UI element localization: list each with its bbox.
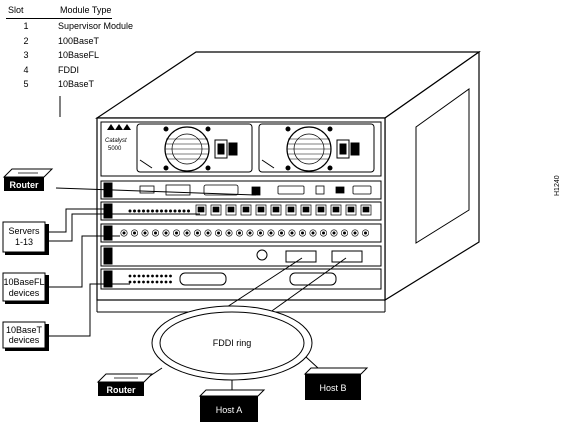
- 10baset-devices-box: 10BaseT devices: [2, 321, 49, 351]
- ring-host-b-link: [305, 356, 319, 369]
- slot-number: 2: [23, 35, 29, 46]
- table-row: 4 FDDI: [6, 63, 133, 77]
- table-row: 2 100BaseT: [6, 34, 133, 48]
- 10basefl-devices-box: 10BaseFL devices: [2, 272, 49, 304]
- model-label: 5000: [108, 146, 122, 152]
- power-supplies: Catalyst 5000: [100, 121, 382, 177]
- router-bottom-label: Router: [107, 385, 136, 395]
- module-name: 10BaseFL: [58, 50, 100, 61]
- servers-label-line1: Servers: [8, 226, 40, 236]
- router-top-label: Router: [10, 180, 39, 190]
- 10basefl-label-line2: devices: [9, 288, 40, 298]
- host-a: Host A: [198, 389, 266, 422]
- 10basefl-label-line1: 10BaseFL: [3, 277, 44, 287]
- slot-number: 5: [23, 79, 29, 90]
- port-group: [128, 274, 172, 284]
- 10baset-label-line2: devices: [9, 335, 40, 345]
- table-row: 1 Supervisor Module: [6, 19, 133, 33]
- brand-label: Catalyst: [105, 138, 127, 144]
- table-row: 5 10BaseT: [6, 77, 133, 91]
- module-name: 100BaseT: [58, 35, 100, 46]
- router-bottom: Router: [96, 373, 154, 396]
- servers-box: Servers 1-13: [2, 221, 49, 255]
- slot-number: 4: [23, 64, 29, 75]
- t-link: [49, 283, 130, 337]
- host-b-label: Host B: [319, 383, 346, 393]
- slot-5-10baset: [100, 268, 382, 290]
- figure-id: H1240: [554, 175, 561, 196]
- power-switch-1: [228, 142, 238, 156]
- fddi-link-b: [261, 257, 347, 319]
- servers-link: [49, 208, 108, 233]
- port-group: [120, 229, 369, 237]
- module-slots: [100, 180, 382, 290]
- router-link: [55, 187, 257, 196]
- host-a-label: Host A: [216, 405, 243, 415]
- slot-number: 3: [23, 50, 29, 61]
- table-row: 3 10BaseFL: [6, 48, 133, 62]
- fl-link: [49, 235, 120, 288]
- servers-label-line2: 1-13: [15, 237, 33, 247]
- module-type-header: Module Type: [60, 5, 112, 15]
- router-top: Router: [2, 168, 54, 191]
- host-b: Host B: [303, 367, 369, 400]
- slot-number: 1: [23, 21, 29, 32]
- port-group: [128, 204, 372, 216]
- module-name: 10BaseT: [58, 79, 95, 90]
- catalyst-logo: [107, 124, 131, 130]
- fddi-ring: FDDI ring: [151, 305, 313, 381]
- slot-module-table: Slot Module Type 1 Supervisor Module 2 1…: [6, 3, 133, 91]
- slot-header: Slot: [8, 5, 24, 15]
- fddi-ring-label: FDDI ring: [213, 338, 252, 348]
- connection-lines: [49, 187, 347, 396]
- 10baset-label-line1: 10BaseT: [6, 325, 43, 335]
- module-name: FDDI: [58, 64, 79, 75]
- table-header: Slot Module Type: [6, 3, 112, 20]
- module-name: Supervisor Module: [58, 21, 134, 32]
- side-vent: [415, 88, 470, 244]
- power-switch-2: [350, 142, 360, 156]
